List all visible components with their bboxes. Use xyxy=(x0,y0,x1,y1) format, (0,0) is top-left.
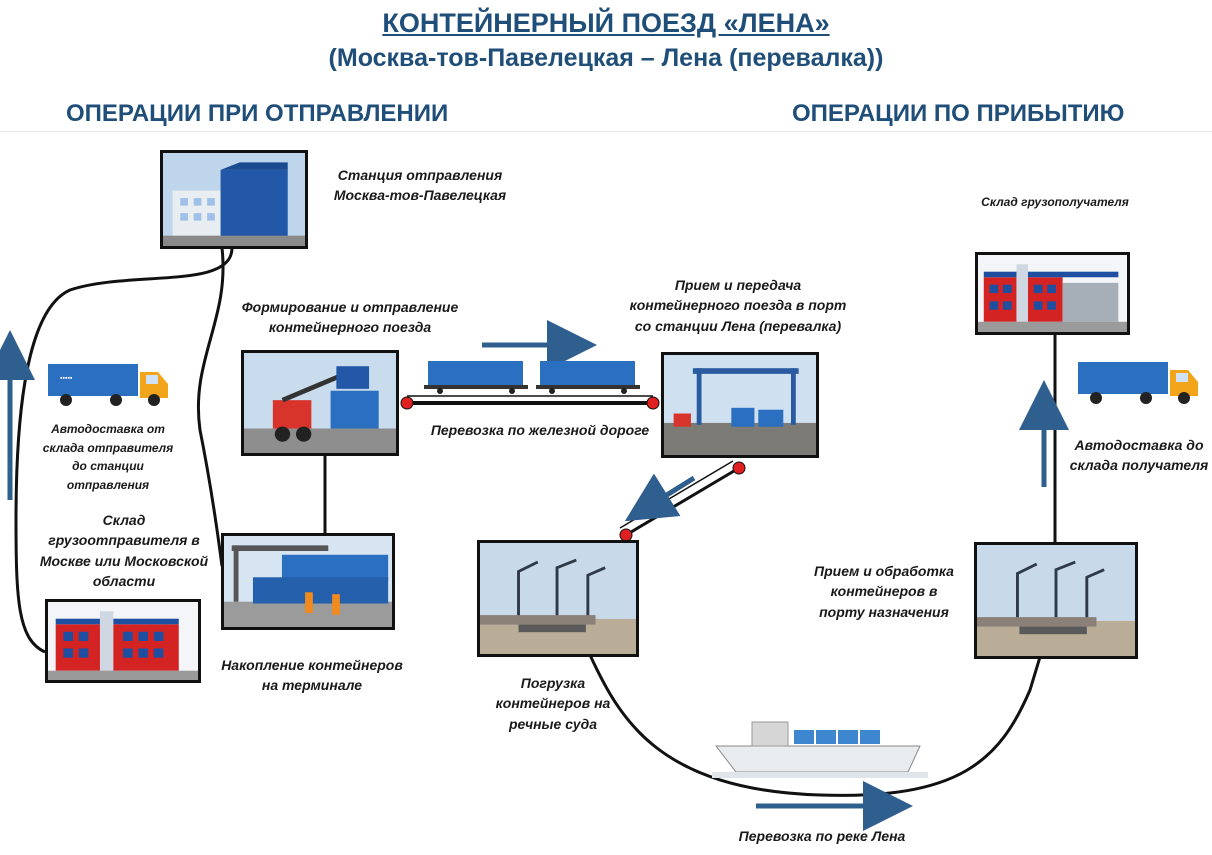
train-icon xyxy=(420,357,645,395)
rail-diagonal xyxy=(625,466,740,537)
rail-dot-left xyxy=(400,396,414,410)
rail-dot-right xyxy=(646,396,660,410)
caption-rail-transport: Перевозка по железной дороге xyxy=(430,422,650,438)
caption-river-transport: Перевозка по реке Лена xyxy=(738,828,906,844)
diagram-subtitle: (Москва-тов-Павелецкая – Лена (перевалка… xyxy=(328,44,884,72)
rail-dot-upper xyxy=(732,461,746,475)
caption-consignee-warehouse: Склад грузополучателя xyxy=(981,195,1129,209)
consignee-warehouse-photo xyxy=(975,252,1130,335)
destination-port-photo xyxy=(974,542,1138,659)
diagram-title: КОНТЕЙНЕРНЫЙ ПОЕЗД «ЛЕНА» xyxy=(382,8,830,38)
truck-icon: ▪▪▪▪▪ xyxy=(46,360,172,408)
shipper-warehouse-photo xyxy=(45,599,201,683)
section-arrival-heading: ОПЕРАЦИИ ПО ПРИБЫТИЮ xyxy=(792,100,1125,127)
loading-port-photo xyxy=(477,540,639,657)
svg-text:▪▪▪▪▪: ▪▪▪▪▪ xyxy=(60,375,73,382)
connector-river-route xyxy=(588,654,1042,797)
port-handover-photo xyxy=(661,352,819,458)
train-forming-photo xyxy=(241,350,399,456)
section-departure-heading: ОПЕРАЦИИ ПРИ ОТПРАВЛЕНИИ xyxy=(66,100,449,127)
truck-icon xyxy=(1076,358,1202,406)
header-divider xyxy=(0,131,1212,132)
accumulation-photo xyxy=(221,533,395,630)
ship-icon xyxy=(712,712,928,778)
departure-station-photo xyxy=(160,150,308,249)
connector-inner-curve xyxy=(196,247,225,567)
direction-arrow-icon xyxy=(624,473,696,522)
